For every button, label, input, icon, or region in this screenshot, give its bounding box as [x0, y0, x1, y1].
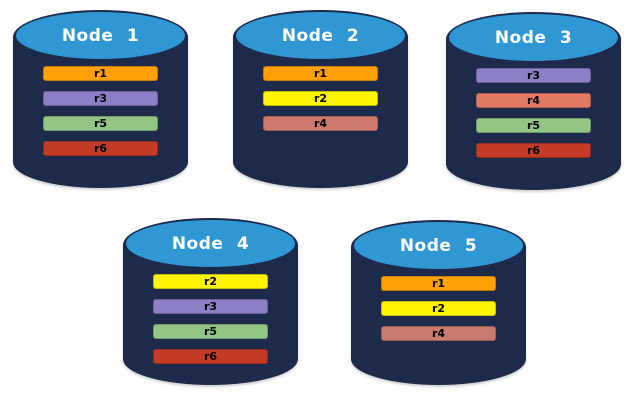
replica-label: r6	[526, 144, 541, 157]
cylinder-top: Node 2	[236, 12, 405, 59]
database-node: Node 1 r1 r3 r5 r6	[13, 10, 188, 188]
cylinder-top: Node 3	[449, 14, 618, 61]
replica-bar: r6	[153, 349, 268, 364]
replica-bar: r1	[263, 66, 378, 81]
replica-bar: r4	[476, 93, 591, 108]
cylinder-top: Node 1	[16, 12, 185, 59]
replica-bar: r4	[381, 326, 496, 341]
node-label: Node 1	[61, 25, 140, 46]
replica-label: r3	[526, 69, 541, 82]
replica-label: r5	[526, 119, 541, 132]
replica-bar: r1	[43, 66, 158, 81]
database-node: Node 4 r2 r3 r5 r6	[123, 218, 298, 385]
replica-list: r2 r3 r5 r6	[153, 274, 268, 364]
replica-label: r2	[313, 92, 328, 105]
replica-label: r6	[93, 142, 108, 155]
replica-list: r3 r4 r5 r6	[476, 68, 591, 158]
replica-label: r4	[431, 327, 446, 340]
database-node: Node 3 r3 r4 r5 r6	[446, 12, 621, 190]
replica-bar: r2	[263, 91, 378, 106]
replica-label: r5	[93, 117, 108, 130]
replica-label: r3	[93, 92, 108, 105]
replica-bar: r5	[153, 324, 268, 339]
cylinder-top: Node 4	[126, 220, 295, 267]
node-label: Node 5	[399, 235, 478, 256]
database-node: Node 5 r1 r2 r4	[351, 220, 526, 385]
replica-list: r1 r2 r4	[263, 66, 378, 131]
replica-label: r1	[93, 67, 108, 80]
replica-bar: r5	[476, 118, 591, 133]
replica-label: r4	[313, 117, 328, 130]
replica-bar: r3	[153, 299, 268, 314]
replica-bar: r3	[476, 68, 591, 83]
replica-bar: r1	[381, 276, 496, 291]
replica-bar: r2	[381, 301, 496, 316]
replica-bar: r6	[476, 143, 591, 158]
replica-bar: r3	[43, 91, 158, 106]
cylinder-top: Node 5	[354, 222, 523, 269]
replica-label: r1	[431, 277, 446, 290]
replica-bar: r6	[43, 141, 158, 156]
replica-bar: r2	[153, 274, 268, 289]
replica-bar: r5	[43, 116, 158, 131]
replica-label: r3	[203, 300, 218, 313]
replica-label: r1	[313, 67, 328, 80]
replica-label: r2	[431, 302, 446, 315]
replica-label: r5	[203, 325, 218, 338]
node-label: Node 4	[171, 233, 250, 254]
replica-label: r6	[203, 350, 218, 363]
replica-bar: r4	[263, 116, 378, 131]
replica-list: r1 r3 r5 r6	[43, 66, 158, 156]
replica-list: r1 r2 r4	[381, 276, 496, 341]
node-label: Node 2	[281, 25, 360, 46]
replica-label: r2	[203, 275, 218, 288]
node-label: Node 3	[494, 27, 573, 48]
replica-label: r4	[526, 94, 541, 107]
database-node: Node 2 r1 r2 r4	[233, 10, 408, 188]
